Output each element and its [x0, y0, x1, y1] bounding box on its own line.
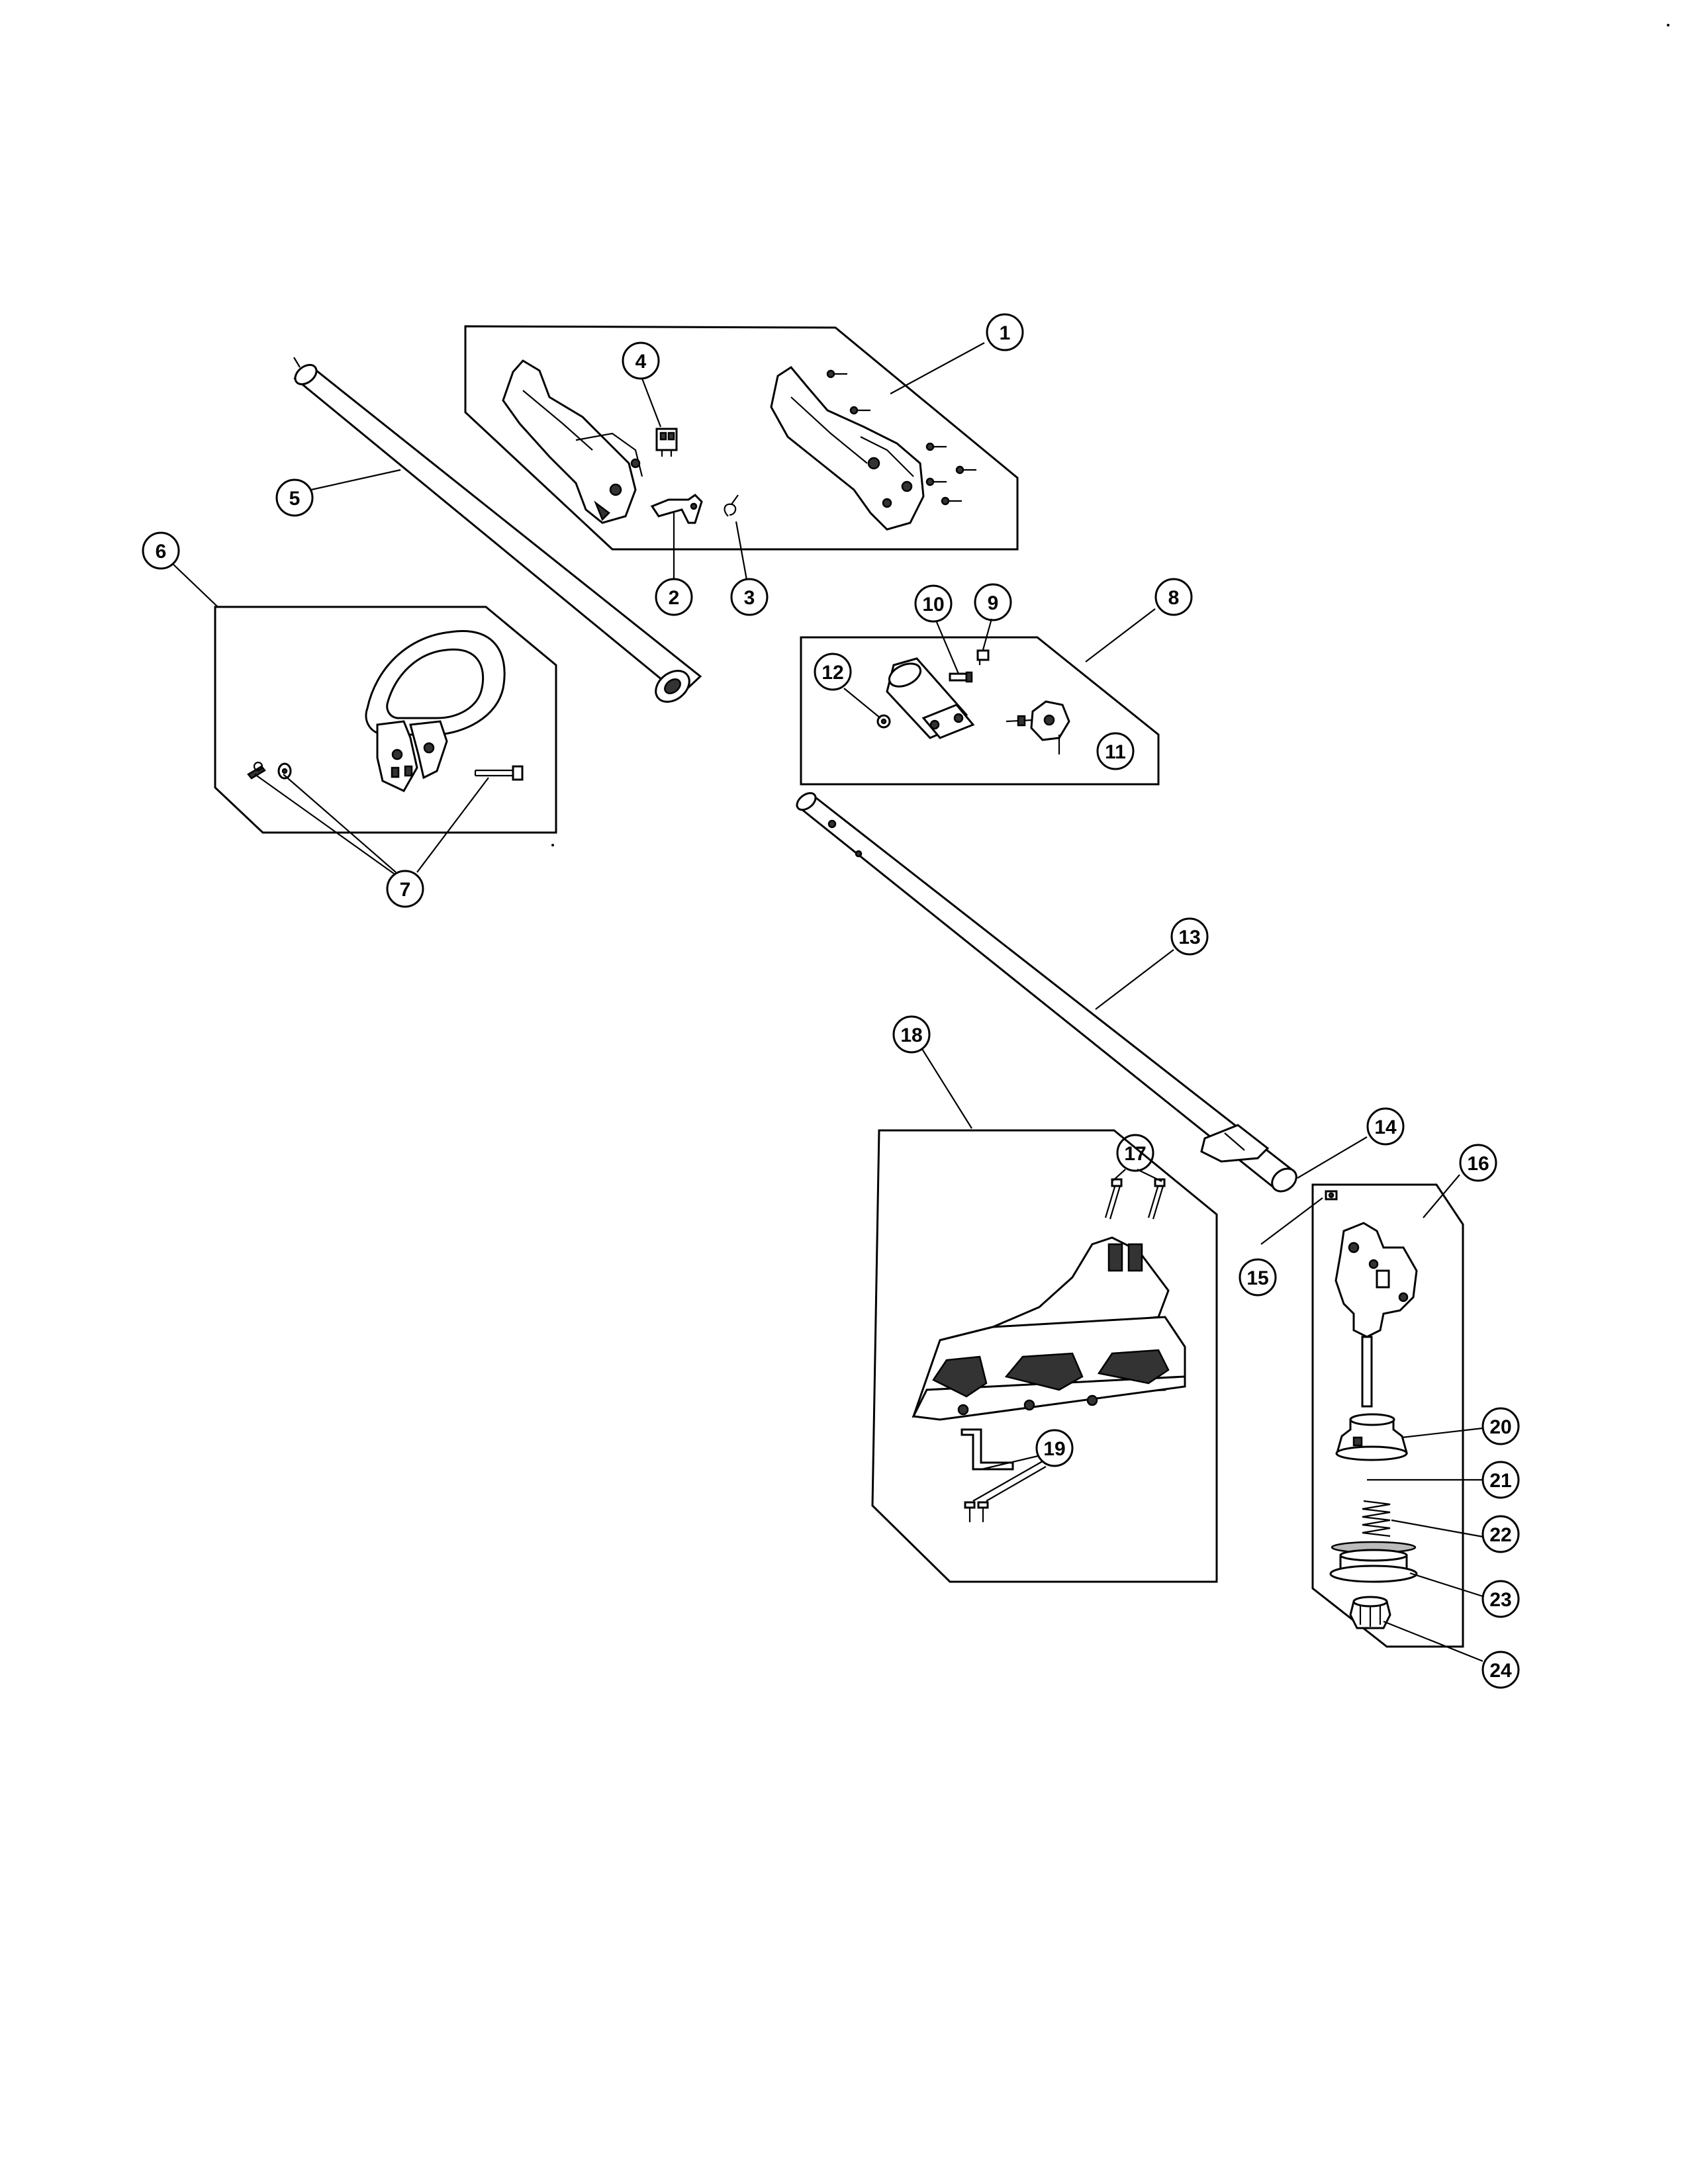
- group-outline-trimmer-head: [1311, 1183, 1464, 1648]
- callout-15: 15: [1239, 1258, 1277, 1297]
- handle-housing-right: [770, 366, 925, 531]
- callout-16: 16: [1459, 1144, 1497, 1182]
- group-outline-assist-handle: [214, 606, 557, 834]
- callout-label: 6: [156, 541, 167, 563]
- callout-label: 20: [1489, 1416, 1511, 1438]
- group-outline-handle-housing: [464, 325, 1019, 551]
- callout-label: 3: [744, 587, 755, 609]
- callout-6: 6: [142, 531, 180, 570]
- callout-label: 10: [922, 594, 944, 615]
- callout-20: 20: [1481, 1407, 1520, 1445]
- callout-label: 1: [1000, 322, 1011, 344]
- callout-label: 9: [988, 592, 999, 614]
- callout-label: 8: [1168, 587, 1180, 609]
- trigger-spring: [724, 494, 739, 517]
- callout-label: 24: [1489, 1660, 1512, 1682]
- callout-label: 11: [1105, 741, 1126, 763]
- coupler-knob: [1006, 700, 1070, 741]
- handle-housing-left: [502, 359, 643, 524]
- callout-label: 4: [635, 351, 647, 373]
- callout-label: 5: [289, 488, 301, 510]
- callout-label: 16: [1467, 1153, 1489, 1175]
- callout-1: 1: [986, 313, 1024, 351]
- callout-label: 23: [1489, 1589, 1511, 1611]
- lower-shaft: [796, 792, 1297, 1193]
- group-outline-coupler: [800, 636, 1160, 786]
- callout-label: 14: [1374, 1116, 1397, 1138]
- assist-handle: [365, 630, 506, 792]
- guard-screws: [1104, 1178, 1166, 1220]
- callout-23: 23: [1481, 1580, 1520, 1618]
- callout-label: 13: [1178, 927, 1200, 948]
- callout-label: 18: [900, 1024, 922, 1046]
- callout-4: 4: [622, 341, 660, 380]
- callout-label: 7: [400, 879, 411, 901]
- switch: [655, 428, 678, 457]
- callout-14: 14: [1366, 1107, 1405, 1146]
- callout-label: 17: [1124, 1143, 1146, 1165]
- callout-9: 9: [974, 583, 1012, 621]
- trigger: [650, 494, 703, 524]
- callout-label: 21: [1489, 1470, 1511, 1492]
- callout-24: 24: [1481, 1651, 1520, 1689]
- spool: [1329, 1541, 1418, 1583]
- callout-13: 13: [1170, 917, 1209, 956]
- callout-11: 11: [1096, 732, 1135, 770]
- coupler-bolt: [949, 671, 973, 683]
- screw-15: [1325, 1190, 1338, 1201]
- gearbox: [1335, 1222, 1418, 1408]
- housing-screws: [826, 369, 976, 506]
- callout-8: 8: [1154, 578, 1193, 616]
- callout-7: 7: [386, 870, 424, 908]
- callout-18: 18: [892, 1015, 931, 1054]
- callout-10: 10: [914, 584, 953, 623]
- spool-housing: [1335, 1413, 1408, 1461]
- scan-specks: [551, 24, 1669, 846]
- guard: [912, 1236, 1186, 1421]
- callout-label: 2: [669, 587, 680, 609]
- callout-label: 22: [1489, 1524, 1511, 1546]
- callout-3: 3: [730, 578, 769, 616]
- callout-label: 19: [1043, 1438, 1065, 1460]
- callout-21: 21: [1481, 1461, 1520, 1499]
- callout-label: 15: [1246, 1267, 1268, 1289]
- coupler-nut: [976, 649, 990, 665]
- spool-spring: [1362, 1500, 1391, 1537]
- callout-5: 5: [275, 478, 314, 517]
- callout-22: 22: [1481, 1515, 1520, 1553]
- hex-key-and-screws: [961, 1428, 1014, 1522]
- bump-knob: [1349, 1596, 1391, 1629]
- callout-label: 12: [821, 662, 843, 684]
- callout-17: 17: [1116, 1134, 1154, 1172]
- callout-19: 19: [1035, 1429, 1074, 1467]
- coupler-tube: [886, 657, 975, 739]
- leader-lines: [173, 342, 1483, 1662]
- callout-12: 12: [814, 653, 852, 691]
- upper-shaft: [293, 357, 702, 703]
- coupler-nut-small: [876, 714, 891, 729]
- callout-2: 2: [655, 578, 693, 616]
- assist-handle-hardware: [247, 761, 524, 781]
- guard-bracket: [1200, 1124, 1270, 1163]
- group-outline-guard: [871, 1129, 1218, 1583]
